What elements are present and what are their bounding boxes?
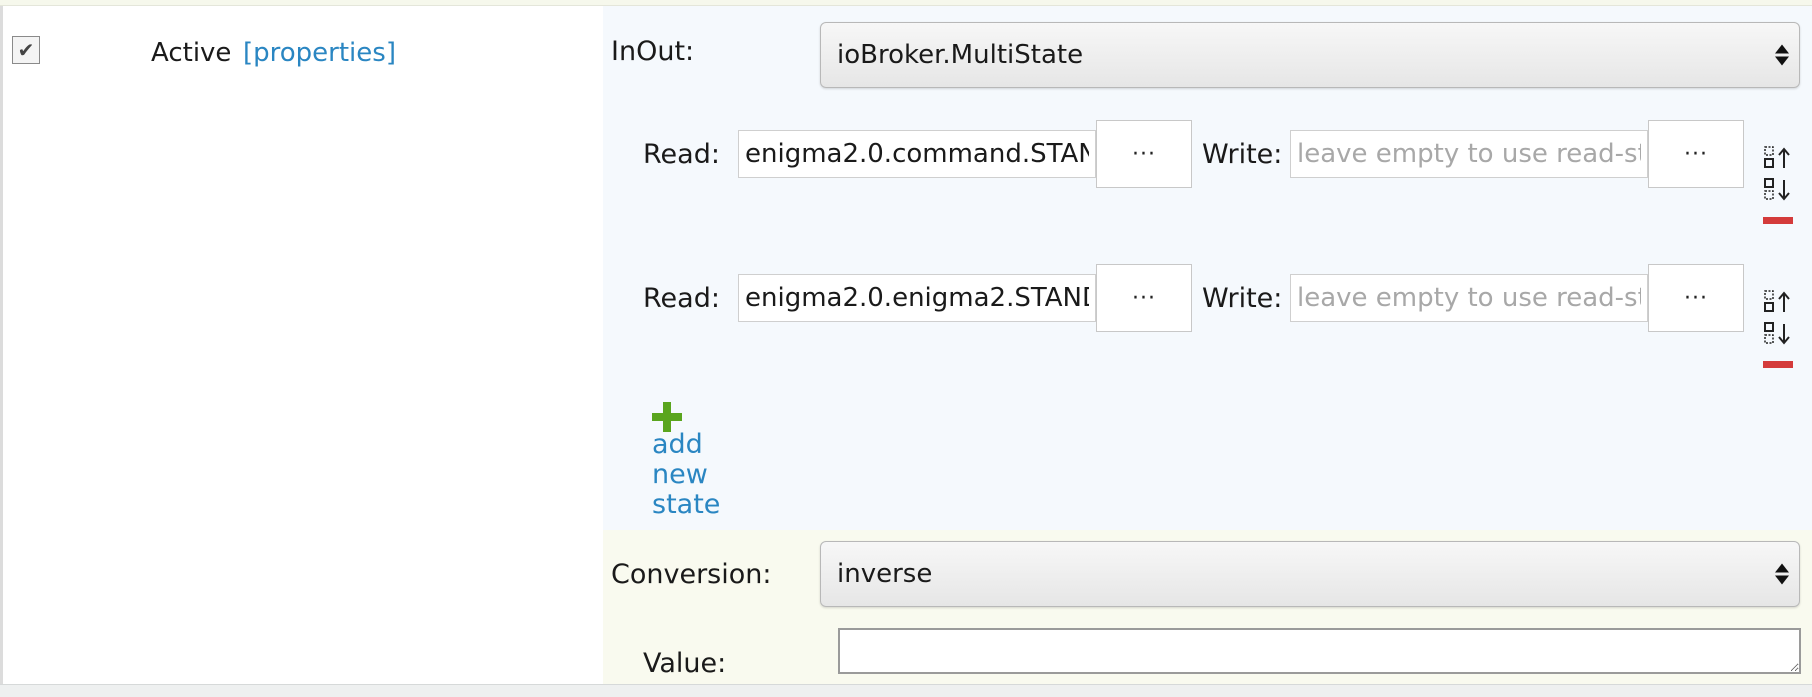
- top-strip: [0, 0, 1812, 6]
- state-1-write-browse-button[interactable]: ···: [1648, 120, 1744, 188]
- state-1-read-input[interactable]: [738, 130, 1096, 178]
- move-down-icon[interactable]: [1764, 322, 1792, 346]
- move-up-icon[interactable]: [1764, 146, 1792, 170]
- add-icon[interactable]: [652, 402, 682, 432]
- add-new-state-link[interactable]: add new state: [652, 429, 721, 520]
- state-2-read-browse-button[interactable]: ···: [1096, 264, 1192, 332]
- value-textarea[interactable]: [838, 628, 1801, 674]
- select-arrows-icon: [1775, 563, 1789, 585]
- check-icon: ✔: [17, 38, 35, 62]
- state-1-write-input[interactable]: [1290, 130, 1648, 178]
- state-2-remove-icon[interactable]: [1763, 361, 1793, 368]
- state-2-write-browse-button[interactable]: ···: [1648, 264, 1744, 332]
- move-down-icon[interactable]: [1764, 178, 1792, 202]
- conversion-select[interactable]: inverse: [820, 541, 1800, 607]
- value-label: Value:: [643, 648, 727, 679]
- inout-label: InOut:: [611, 36, 695, 67]
- state-1-write-label: Write:: [1202, 139, 1283, 170]
- inout-panel: [603, 6, 1812, 530]
- state-2-write-input[interactable]: [1290, 274, 1648, 322]
- state-2-write-label: Write:: [1202, 283, 1283, 314]
- row-left-border: [0, 6, 3, 684]
- bottom-strip: [0, 684, 1812, 697]
- inout-selected-value: ioBroker.MultiState: [837, 40, 1084, 70]
- state-1-read-label: Read:: [643, 139, 720, 170]
- conversion-selected-value: inverse: [837, 559, 933, 589]
- move-up-icon[interactable]: [1764, 290, 1792, 314]
- inout-select[interactable]: ioBroker.MultiState: [820, 22, 1800, 88]
- active-checkbox[interactable]: ✔: [12, 36, 40, 64]
- state-2-read-label: Read:: [643, 283, 720, 314]
- state-1-remove-icon[interactable]: [1763, 217, 1793, 224]
- properties-link[interactable]: [properties]: [243, 38, 396, 68]
- select-arrows-icon: [1775, 44, 1789, 66]
- state-1-read-browse-button[interactable]: ···: [1096, 120, 1192, 188]
- row-label: Active: [151, 38, 232, 68]
- conversion-label: Conversion:: [611, 559, 772, 590]
- state-2-read-input[interactable]: [738, 274, 1096, 322]
